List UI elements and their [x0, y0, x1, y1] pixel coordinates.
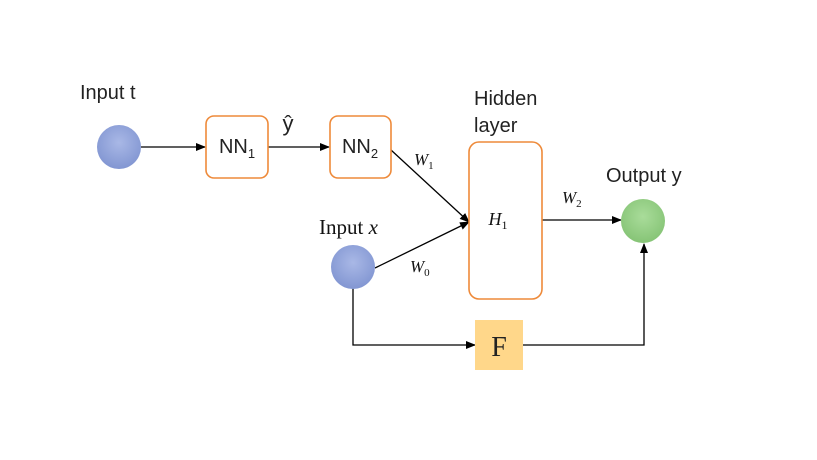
input-t-node	[97, 125, 141, 169]
f-box	[475, 320, 523, 370]
w2-label: W2	[562, 188, 582, 210]
hidden-layer-box	[468, 141, 543, 300]
nn1-box	[205, 115, 269, 179]
input-t-label: Input t	[80, 82, 136, 104]
hidden-label-line2: layer	[474, 115, 518, 137]
output-node	[621, 199, 665, 243]
hidden-label-line1: Hidden	[474, 88, 537, 110]
y-hat-label: ŷ	[283, 111, 294, 136]
edge-f-to-output	[523, 243, 648, 346]
edge-input-x-to-f	[352, 288, 476, 349]
edge-nn2-to-h1	[390, 149, 470, 223]
input-x-label: Input x	[319, 215, 379, 239]
nn2-box	[329, 115, 392, 179]
output-label: Output y	[606, 165, 682, 187]
f-label: F	[491, 332, 507, 363]
nn2-label: NN2	[342, 136, 378, 161]
h1-label: H1	[488, 209, 508, 232]
edges	[141, 143, 648, 349]
edge-input-x-to-h1	[374, 221, 470, 269]
nn1-label: NN1	[219, 136, 255, 161]
input-x-node	[331, 245, 375, 289]
w1-label: W1	[414, 150, 434, 172]
w0-label: W0	[410, 257, 430, 279]
